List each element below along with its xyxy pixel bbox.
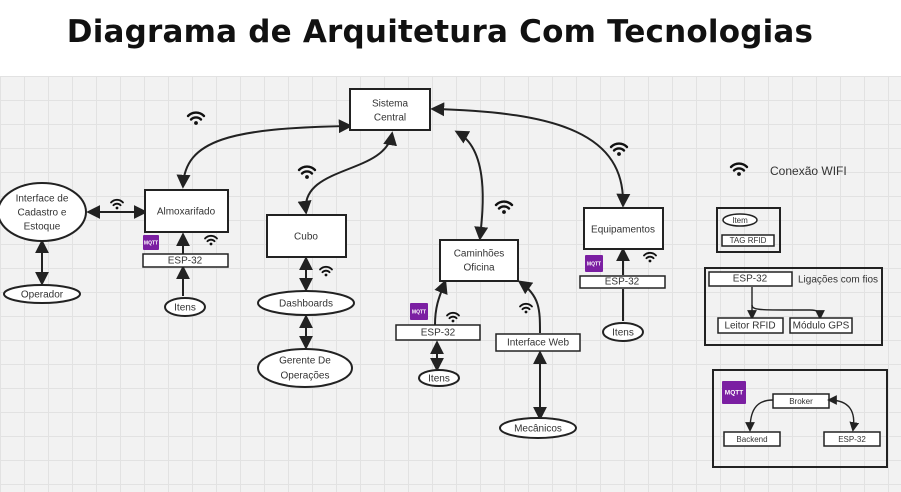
gerente-label-1: Gerente De [279,356,331,367]
operador-label: Operador [21,290,64,301]
legend-tag-label: TAG RFID [730,236,767,245]
node-sistema-central: Sistema Central [349,88,431,131]
edge-central-almoxarifado [176,119,353,189]
legend-wifi: Conexão WIFI [729,162,847,178]
node-cubo: Cubo [266,214,347,258]
node-operador: Operador [3,284,81,304]
node-caminhoes-oficina: Caminhões Oficina [439,239,519,282]
legend-item-label: Item [732,216,748,225]
wifi-icon [204,234,218,247]
svg-text:MQTT: MQTT [144,240,158,246]
mqtt-icon: MQTT [585,255,603,272]
mqtt-icon: MQTT [143,235,159,250]
legend-broker-label: Broker [789,397,813,406]
esp32-almox-label: ESP-32 [168,256,203,267]
itens-equip-label: Itens [612,328,634,339]
legend-wired-label: Ligações com fios [798,275,878,286]
esp32-caminhoes-label: ESP-32 [421,328,456,339]
edge-central-equipamentos [430,102,631,208]
itens-almox-label: Itens [174,303,196,314]
wifi-icon [446,311,460,324]
edge-web-caminhoes [517,280,541,334]
node-interface-web: Interface Web [495,333,581,352]
legend-leitor-label: Leitor RFID [724,321,775,332]
dashboards-label: Dashboards [279,299,333,310]
svg-text:MQTT: MQTT [412,309,426,315]
almoxarifado-label: Almoxarifado [157,207,216,218]
mqtt-icon: MQTT [722,381,746,404]
wifi-icon [609,142,629,158]
wifi-icon [110,198,124,211]
interface-web-label: Interface Web [507,338,570,349]
equipamentos-label: Equipamentos [591,225,655,236]
node-itens-almox: Itens [164,297,206,317]
architecture-diagram: Sistema Central Almoxarifado Cubo Caminh… [0,88,888,468]
interface-cadastro-label-1: Interface de [16,194,69,205]
wifi-icon [297,165,317,181]
sistema-central-label-1: Sistema [372,99,409,110]
node-dashboards: Dashboards [257,290,355,316]
wifi-icon [319,265,333,278]
wifi-icon [519,302,533,315]
wifi-icon [186,111,206,127]
legend-item-tag: Item TAG RFID [716,207,781,253]
mqtt-icon: MQTT [410,303,428,320]
legend-gps-label: Módulo GPS [793,321,850,332]
cubo-label: Cubo [294,232,318,243]
sistema-central-label-2: Central [374,113,406,124]
legend-mqtt: MQTT Broker Backend ESP-32 [712,369,888,468]
node-esp32-equip: ESP-32 [579,275,666,289]
wifi-icon [643,251,657,264]
node-itens-caminhoes: Itens [418,369,460,387]
mecanicos-label: Mecânicos [514,424,562,435]
wifi-icon [729,162,749,178]
caminhoes-label-1: Caminhões [454,249,505,260]
legend-esp32-label: ESP-32 [733,274,768,285]
svg-text:MQTT: MQTT [725,390,743,397]
wifi-icon [494,200,514,216]
esp32-equip-label: ESP-32 [605,277,640,288]
interface-cadastro-label-2: Cadastro e [18,208,67,219]
node-esp32-almox: ESP-32 [142,253,229,268]
page-title: Diagrama de Arquitetura Com Tecnologias [66,14,814,50]
legend-backend-label: Backend [736,435,767,444]
legend-wifi-label: Conexão WIFI [770,164,847,178]
node-esp32-caminhoes: ESP-32 [395,324,481,341]
node-equipamentos: Equipamentos [583,207,664,250]
edge-central-cubo [297,131,397,215]
edge-central-caminhoes [454,130,489,241]
node-almoxarifado: Almoxarifado [144,189,229,233]
caminhoes-label-2: Oficina [463,263,495,274]
interface-cadastro-label-3: Estoque [24,222,61,233]
node-interface-cadastro: Interface de Cadastro e Estoque [0,182,87,242]
svg-text:MQTT: MQTT [587,261,601,267]
diagram-canvas: Sistema Central Almoxarifado Cubo Caminh… [0,76,901,492]
node-gerente: Gerente De Operações [257,348,353,388]
itens-caminhoes-label: Itens [428,374,450,385]
node-mecanicos: Mecânicos [499,417,577,439]
gerente-label-2: Operações [281,371,330,382]
legend-esp32-broker-label: ESP-32 [838,435,866,444]
node-itens-equip: Itens [602,322,644,342]
edge-esp-caminhoes [434,279,448,326]
legend-wired: ESP-32 Ligações com fios Leitor RFID Mód… [704,267,883,346]
